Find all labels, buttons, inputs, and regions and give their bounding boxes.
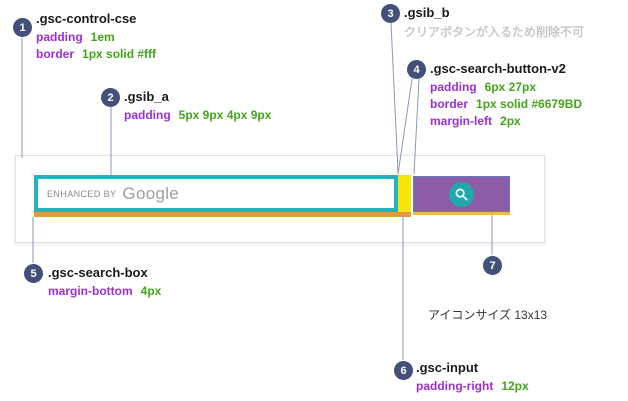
google-branding-label: Google — [122, 183, 180, 203]
callout-3-note: クリアボタンが入るため削除不可 — [404, 25, 585, 39]
icon-size-note: アイコンサイズ 13x13 — [428, 308, 548, 322]
search-input[interactable]: ENHANCED BY Google — [34, 175, 398, 212]
callout-7-number: 7 — [483, 256, 502, 275]
search-icon — [449, 181, 474, 207]
callout-3: .gsib_b クリアボタンが入るため削除不可 — [404, 5, 584, 40]
callout-5-number: 5 — [24, 264, 43, 283]
callout-1-number: 1 — [13, 18, 32, 37]
callout-6-number: 6 — [394, 361, 413, 380]
branding-prefix-label: ENHANCED BY — [47, 188, 117, 199]
gsc-control-cse-box: ENHANCED BY Google — [15, 155, 545, 243]
css-class-name: .gsc-input — [416, 360, 479, 375]
css-class-name: .gsib_a — [124, 89, 169, 104]
css-class-name: .gsc-control-cse — [36, 11, 137, 26]
gsib-b-padding-highlight — [398, 175, 411, 212]
callout-2-number: 2 — [101, 88, 120, 107]
button-underline-highlight — [413, 212, 510, 215]
callout-4-number: 4 — [407, 60, 426, 79]
callout-3-number: 3 — [381, 4, 400, 23]
css-class-name: .gsc-search-button-v2 — [430, 61, 566, 76]
css-class-name: .gsib_b — [404, 5, 450, 20]
margin-bottom-highlight — [34, 212, 411, 217]
css-class-name: .gsc-search-box — [48, 265, 148, 280]
search-button[interactable] — [413, 176, 510, 212]
